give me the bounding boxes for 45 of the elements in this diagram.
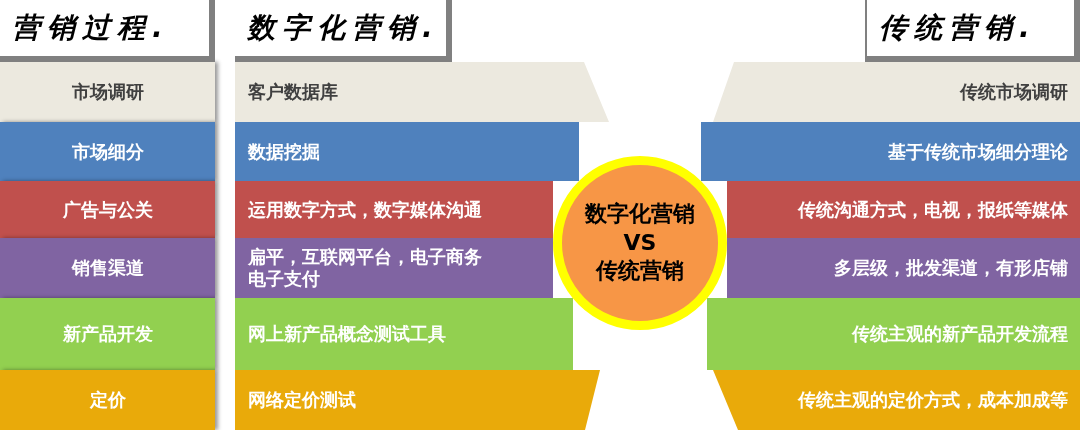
category-band <box>235 238 553 298</box>
category-band <box>235 62 609 122</box>
category-band <box>727 181 1080 238</box>
category-band <box>0 238 215 298</box>
band-text: 传统沟通方式，电视，报纸等媒体 <box>798 198 1068 221</box>
category-band <box>727 238 1080 298</box>
band-text: 市场细分 <box>71 140 144 163</box>
category-band <box>0 370 215 430</box>
category-band <box>0 181 215 238</box>
category-band <box>713 62 1080 122</box>
heading-card <box>0 0 215 62</box>
heading-card <box>865 0 1080 62</box>
band-text: 运用数字方式，数字媒体沟通 <box>248 198 482 221</box>
band-text: 多层级，批发渠道，有形店铺 <box>834 257 1068 279</box>
band-text: 销售渠道 <box>71 257 144 279</box>
section-heading: 营销过程. <box>12 10 170 46</box>
heading-card <box>235 0 452 62</box>
category-band <box>0 298 215 370</box>
band-text: 广告与公关 <box>62 198 153 221</box>
band-text: 新产品开发 <box>62 323 153 345</box>
band-text: 网上新产品概念测试工具 <box>248 323 446 345</box>
band-text: 扁平，互联网平台，电子商务电子支付 <box>248 246 483 290</box>
band-text: 传统主观的新产品开发流程 <box>852 323 1068 345</box>
band-text: 传统市场调研 <box>960 81 1068 103</box>
category-band <box>713 370 1080 430</box>
band-text: 定价 <box>89 389 126 411</box>
category-band <box>235 122 579 181</box>
band-text: 客户数据库 <box>248 81 338 103</box>
category-band <box>235 181 553 238</box>
category-band <box>235 298 573 370</box>
category-band <box>0 62 215 122</box>
category-band <box>707 298 1080 370</box>
band-text: 数据挖掘 <box>248 140 320 163</box>
circle-text: 数字化营销 <box>585 200 695 229</box>
circle-text: VS <box>623 228 657 257</box>
band-text: 市场调研 <box>71 81 144 103</box>
band-text: 传统主观的定价方式，成本加成等 <box>798 389 1068 411</box>
circle-text: 传统营销 <box>596 257 684 286</box>
section-heading: 传统营销. <box>879 10 1037 46</box>
category-band <box>235 370 600 430</box>
category-band <box>701 122 1080 181</box>
band-text: 基于传统市场细分理论 <box>888 140 1068 163</box>
category-band <box>0 122 215 181</box>
section-heading: 数字化营销. <box>247 10 440 46</box>
band-text: 网络定价测试 <box>248 389 356 411</box>
